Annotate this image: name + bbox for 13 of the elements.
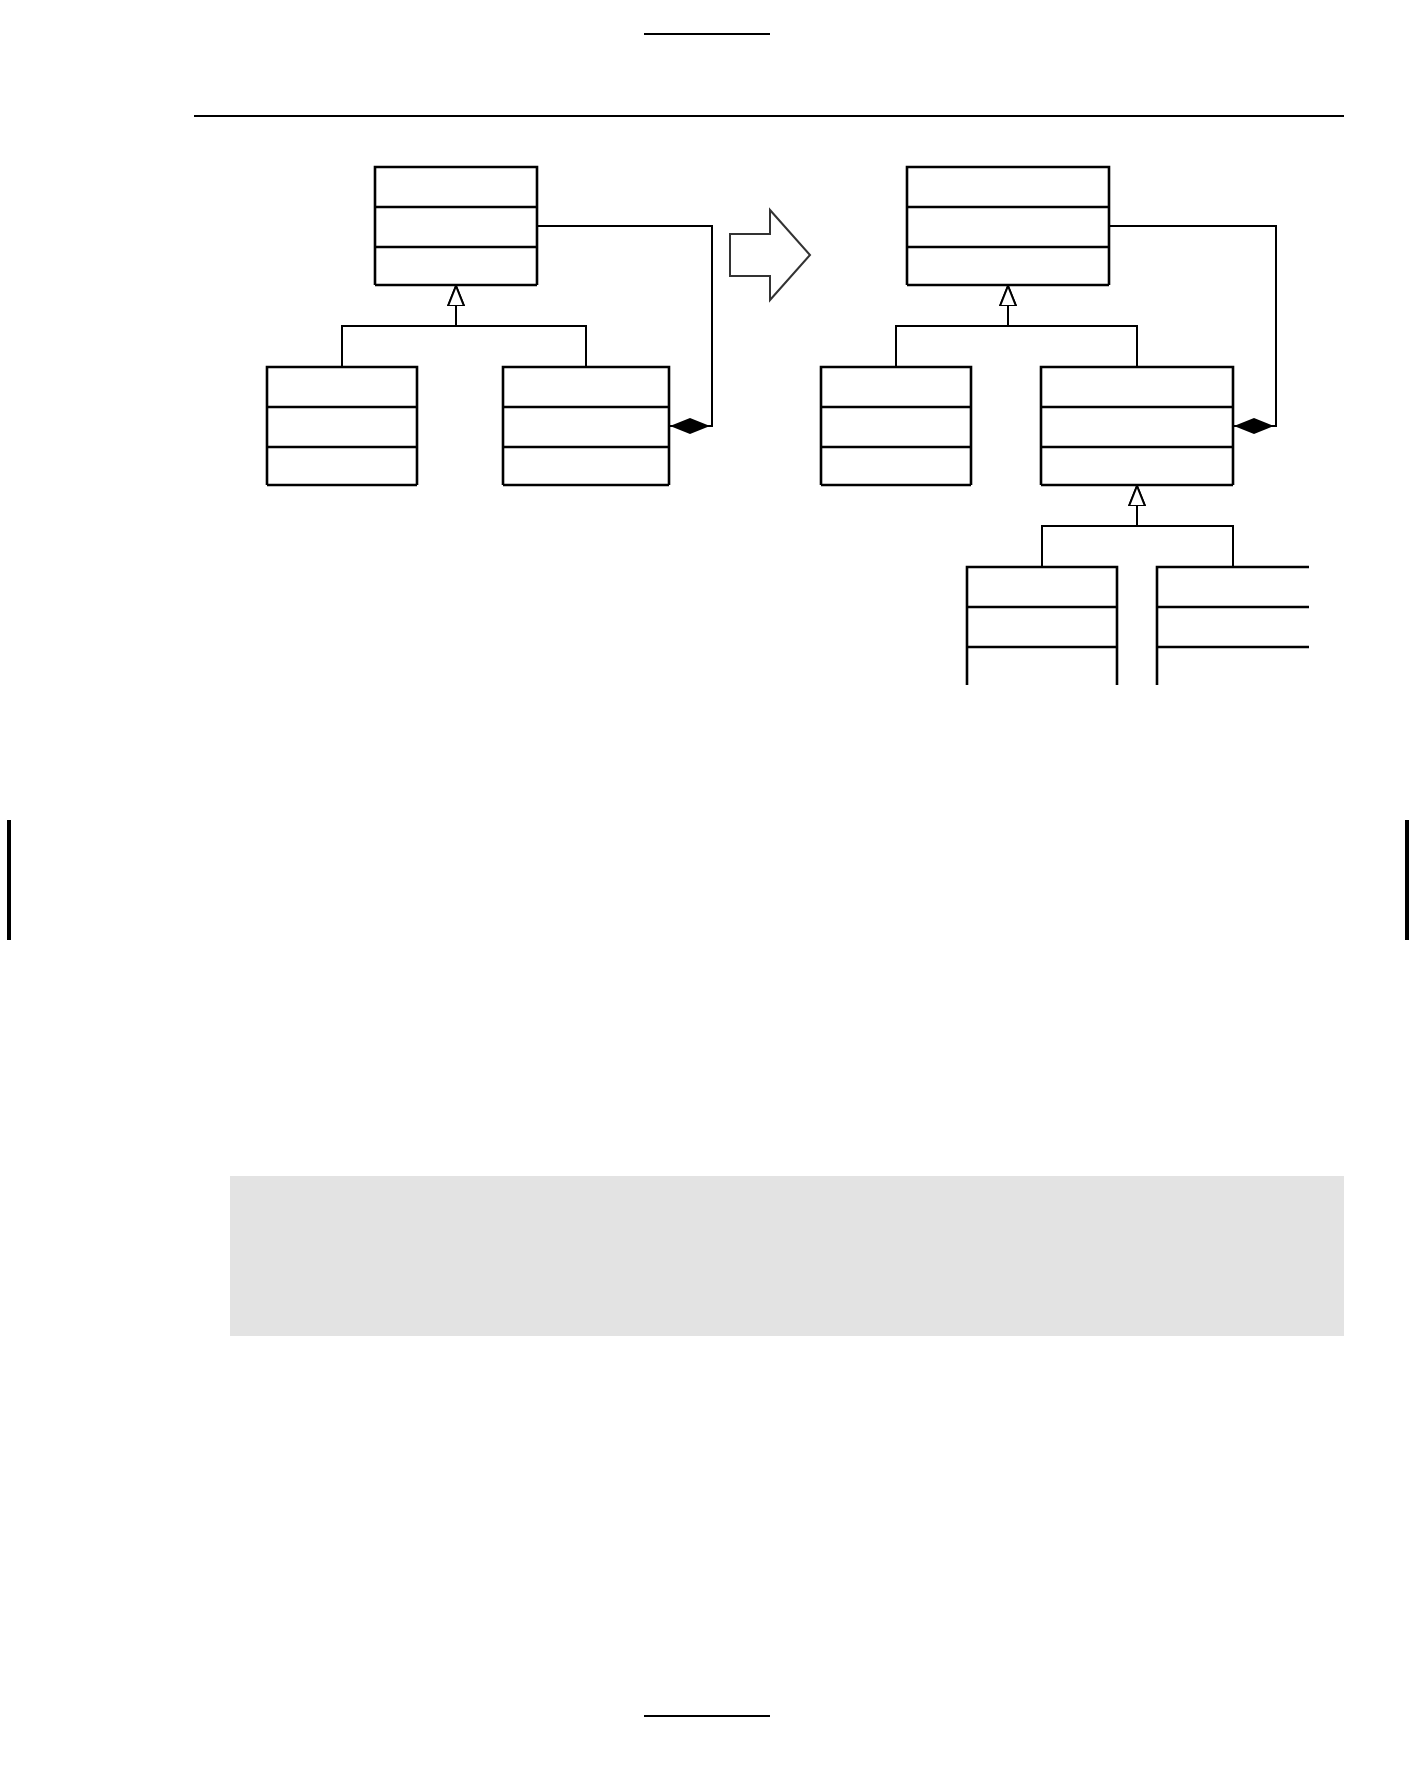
inheritance-arrow	[1128, 485, 1234, 567]
class-box	[502, 366, 670, 486]
class-box	[266, 366, 418, 486]
class-box	[906, 166, 1110, 286]
class-box	[820, 366, 972, 486]
composition-connector	[537, 225, 713, 434]
inheritance-arrow	[999, 285, 1138, 367]
inheritance-arrow	[447, 285, 587, 367]
composition-connector	[1109, 225, 1277, 434]
class-box	[374, 166, 538, 286]
class-box	[1040, 366, 1234, 486]
class-box	[1156, 566, 1310, 686]
class-box	[966, 566, 1118, 686]
